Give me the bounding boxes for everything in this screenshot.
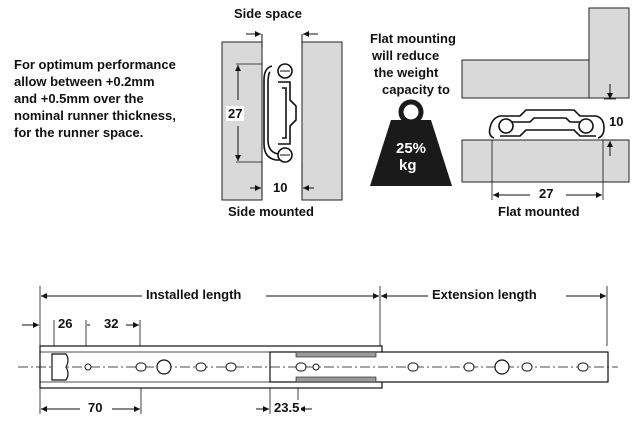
side-mounted-caption: Side mounted <box>226 204 316 219</box>
side-dim-width-label: 10 <box>271 180 290 195</box>
flat-mounted-caption: Flat mounted <box>496 204 582 219</box>
side-dim-height-label: 27 <box>226 106 245 121</box>
side-mount-figure <box>221 31 343 201</box>
runner-profile-side <box>263 63 297 163</box>
dim-26-label: 26 <box>56 316 75 331</box>
performance-note-line: for the runner space. <box>14 125 144 140</box>
flat-panel-bottom <box>461 139 630 183</box>
flat-mount-figure <box>461 7 630 200</box>
extension-length-label: Extension length <box>430 287 539 302</box>
flat-mount-note: Flat mounting will reduce the weight cap… <box>370 30 456 98</box>
flat-panel-vertical <box>588 7 630 99</box>
runner-elevation <box>18 286 618 414</box>
performance-note-line: allow between +0.2mm <box>14 74 155 89</box>
flat-panel-top <box>461 59 590 99</box>
installed-length-label: Installed length <box>144 287 244 302</box>
flat-note-line: the weight <box>374 65 439 80</box>
performance-note: For optimum performance allow between +0… <box>14 56 224 141</box>
runner-profile-flat <box>488 109 605 139</box>
performance-note-line: For optimum performance <box>14 57 176 72</box>
side-space-label: Side space <box>232 6 304 21</box>
ball-cage <box>295 351 377 358</box>
dim-70-label: 70 <box>86 400 105 415</box>
weight-label-unit: kg <box>399 157 417 174</box>
dim-32-label: 32 <box>102 316 121 331</box>
weight-label-percent: 25% <box>396 140 427 157</box>
dim-23-5-label: 23.5 <box>272 400 302 415</box>
flat-note-line: will reduce <box>372 48 440 63</box>
flat-note-line: Flat mounting <box>370 31 456 46</box>
flat-dim-height-label: 10 <box>607 114 626 129</box>
flat-note-line: capacity to <box>382 82 450 97</box>
performance-note-line: and +0.5mm over the <box>14 91 144 106</box>
side-panel-right <box>301 41 343 201</box>
flat-dim-width-label: 27 <box>537 186 556 201</box>
side-panel-left <box>221 41 263 201</box>
weight-icon <box>370 99 452 186</box>
performance-note-line: nominal runner thickness, <box>14 108 176 123</box>
end-bracket <box>51 353 69 381</box>
